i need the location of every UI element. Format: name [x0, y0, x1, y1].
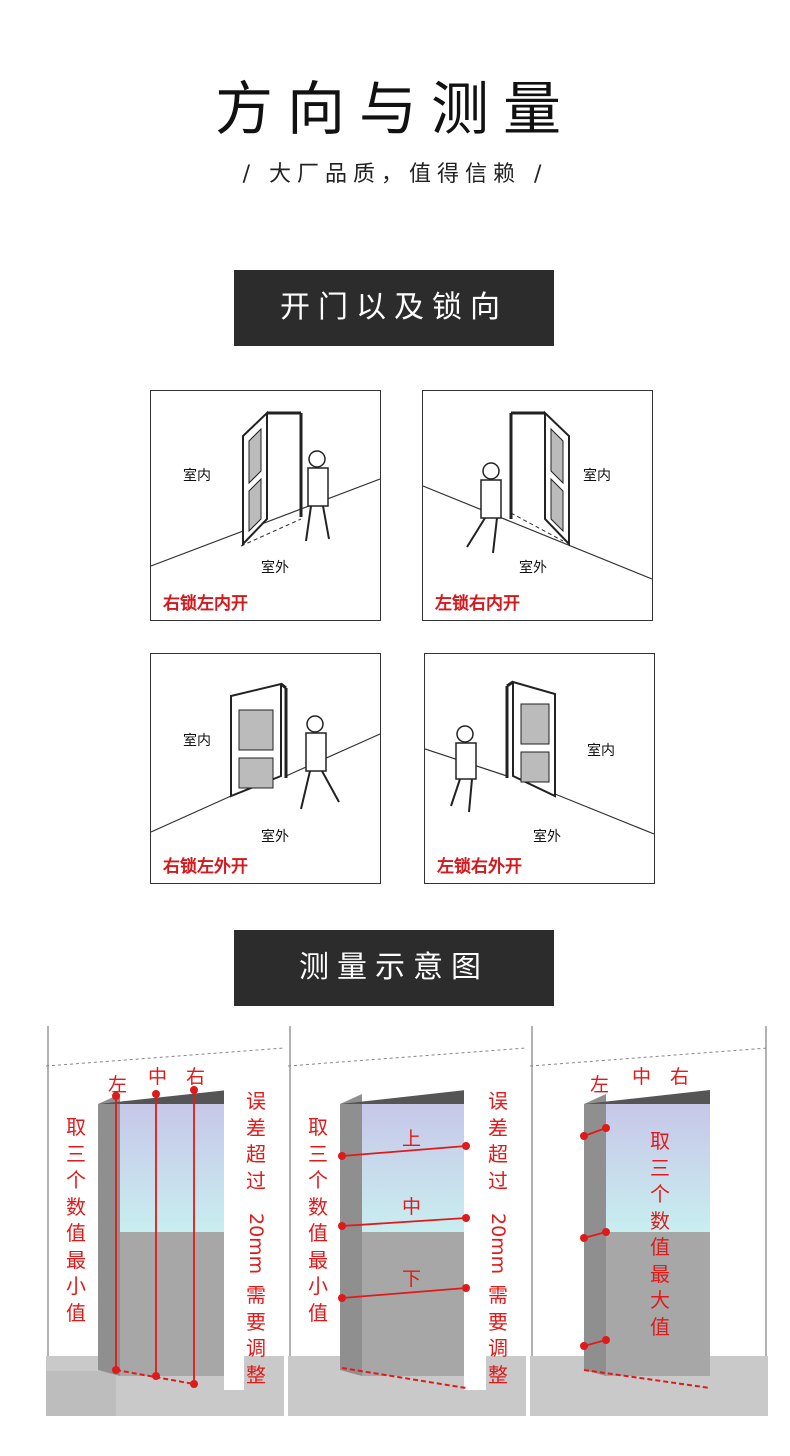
label-top: 上: [402, 1128, 422, 1150]
note-error-b: 20mm: [245, 1213, 267, 1275]
indoor-label: 室内: [183, 468, 211, 484]
page-title: 方向与测量: [214, 75, 575, 143]
section-title-door-direction: 开门以及锁向: [234, 270, 554, 346]
label-right: 右: [670, 1066, 690, 1088]
door-illustration: [151, 410, 380, 567]
outdoor-label: 室外: [261, 829, 289, 845]
door-panel-left-lock-right-out: 室内 室外 左锁右外开: [424, 653, 655, 884]
door-panel-left-lock-right-in: 室内 室外 左锁右内开: [422, 390, 653, 621]
note-error-a: 误差超过: [246, 1089, 266, 1193]
note-error-c: 需要调整: [246, 1283, 266, 1387]
lock-direction-label: 右锁左外开: [163, 857, 248, 877]
label-left: 左: [590, 1074, 610, 1096]
note-max-value: 取三个数值最大值: [650, 1129, 670, 1339]
door-illustration: [425, 680, 654, 835]
outdoor-label: 室外: [261, 560, 289, 576]
lock-direction-label: 右锁左内开: [163, 594, 248, 614]
outdoor-label: 室外: [533, 829, 561, 845]
door-panel-right-lock-left-out: 室内 室外 右锁左外开: [150, 653, 381, 884]
measure-panel-width: 左 中 右 取三个数值最小值 误差超过 20mm 需要调整: [46, 1026, 284, 1416]
label-middle: 中: [632, 1066, 652, 1088]
label-bottom: 下: [402, 1268, 422, 1290]
page-subtitle: / 大厂品质，值得信赖 /: [242, 162, 548, 187]
outdoor-label: 室外: [519, 560, 547, 576]
measure-panel-depth: 左 中 右 取三个数值最大值: [530, 1026, 768, 1416]
lock-direction-label: 左锁右外开: [437, 857, 522, 877]
depth-measure-diagram: [530, 1026, 768, 1416]
note-min-value: 取三个数值最小值: [308, 1115, 328, 1325]
note-error-a: 误差超过: [488, 1089, 508, 1193]
measure-panel-height: 上 中 下 取三个数值最小值 误差超过 20mm 需要调整: [288, 1026, 526, 1416]
indoor-label: 室内: [183, 733, 211, 749]
label-right: 右: [186, 1066, 206, 1088]
door-illustration: [151, 682, 380, 833]
indoor-label: 室内: [583, 468, 611, 484]
label-middle: 中: [402, 1196, 422, 1218]
label-left: 左: [108, 1074, 128, 1096]
note-error-b: 20mm: [487, 1213, 509, 1275]
width-measure-diagram: [46, 1026, 284, 1416]
label-middle: 中: [148, 1066, 168, 1088]
door-illustration: [423, 410, 652, 580]
indoor-label: 室内: [587, 743, 615, 759]
note-error-c: 需要调整: [488, 1283, 508, 1387]
section-title-measurement: 测量示意图: [234, 930, 554, 1006]
lock-direction-label: 左锁右内开: [435, 594, 520, 614]
door-panel-right-lock-left-in: 室内 室外 右锁左内开: [150, 390, 381, 621]
height-measure-diagram: [288, 1026, 526, 1416]
note-min-value: 取三个数值最小值: [66, 1115, 86, 1325]
